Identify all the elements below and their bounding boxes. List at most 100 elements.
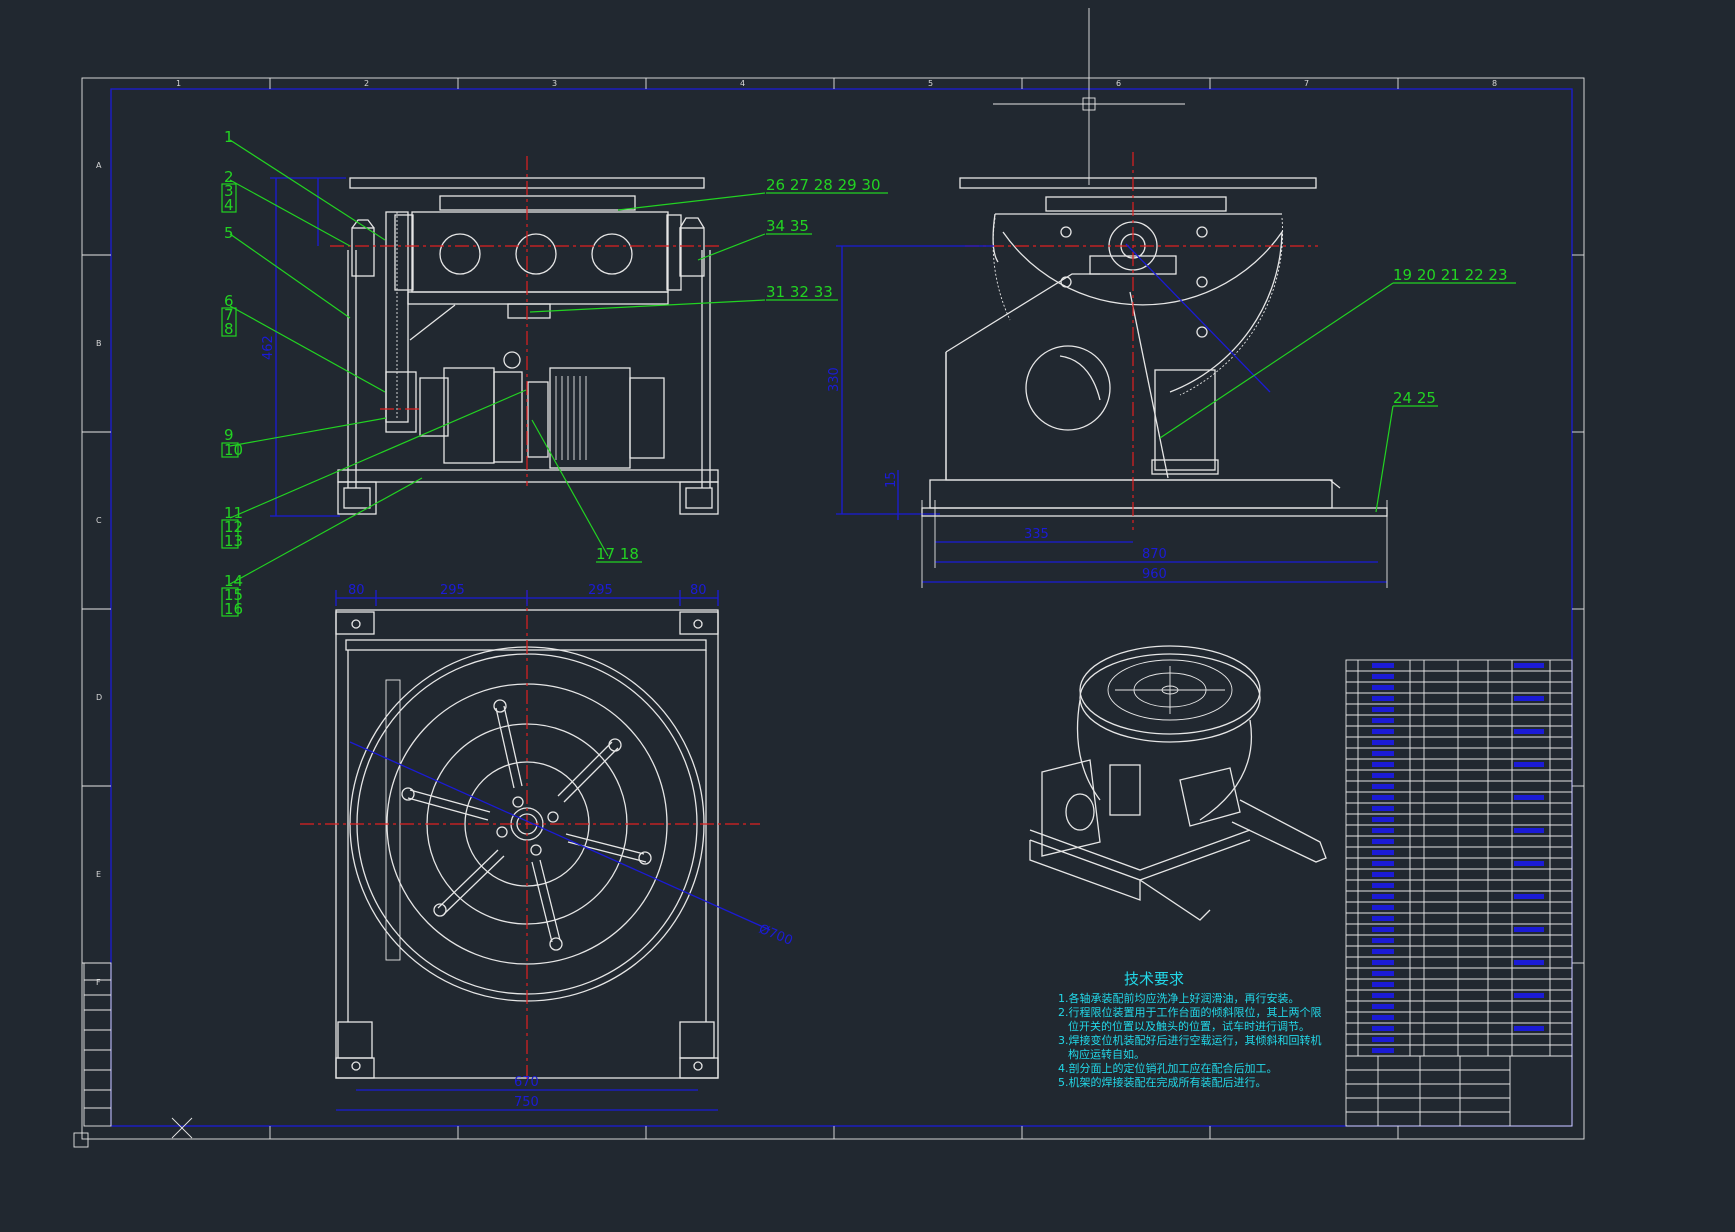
side-view: 330 15 335 870 960 — [827, 152, 1388, 588]
dim-top-c: 295 — [588, 583, 613, 598]
parts-list-cell — [1514, 960, 1544, 965]
zone-row-b: B — [96, 339, 102, 348]
tech-item-5: 5.机架的焊接装配在完成所有装配后进行。 — [1058, 1075, 1267, 1089]
balloon-3: 3 — [224, 182, 234, 200]
dim-side-335: 335 — [1024, 527, 1049, 542]
front-view: 462 — [261, 156, 722, 517]
balloon-4: 4 — [224, 196, 234, 214]
top-view: Ø700 80 295 295 80 670 750 — [300, 583, 795, 1111]
parts-list-cell — [1372, 784, 1394, 789]
balloon-2: 2 — [224, 168, 234, 186]
parts-list-cell — [1372, 674, 1394, 679]
dim-side-small: 15 — [884, 471, 899, 488]
parts-list-cell — [1514, 729, 1544, 734]
parts-list-cell — [1514, 762, 1544, 767]
parts-list-cell — [1372, 872, 1394, 877]
parts-list-cell — [1514, 663, 1544, 668]
tech-item-1: 1.各轴承装配前均应洗净上好润滑油，再行安装。 — [1058, 991, 1300, 1005]
balloon-17-18: 17 18 — [596, 545, 639, 563]
balloon-31-33: 31 32 33 — [766, 283, 833, 301]
isometric-view — [1029, 645, 1327, 921]
parts-list-cell — [1514, 894, 1544, 899]
parts-list-cell — [1372, 960, 1394, 965]
zone-row-d: D — [96, 693, 102, 702]
zone-col-6: 6 — [1116, 79, 1121, 88]
parts-list-cell — [1372, 795, 1394, 800]
tech-item-3: 3.焊接变位机装配好后进行空载运行，其倾斜和回转机 — [1058, 1033, 1322, 1047]
parts-list-cell — [1514, 927, 1544, 932]
parts-list-cell — [1372, 839, 1394, 844]
parts-list-cell — [1372, 806, 1394, 811]
front-gearbox — [411, 211, 669, 293]
leader-lines — [229, 139, 1516, 585]
iso-table — [1079, 645, 1261, 735]
zone-col-8: 8 — [1492, 79, 1497, 88]
parts-list-cell — [1372, 729, 1394, 734]
tech-title: 技术要求 — [1124, 970, 1184, 988]
dim-side-870: 870 — [1142, 547, 1167, 562]
parts-list-cell — [1372, 927, 1394, 932]
dim-top-d: 80 — [690, 583, 707, 598]
parts-list-cell — [1372, 982, 1394, 987]
parts-list-cell — [1372, 740, 1394, 745]
parts-list-cell — [1372, 894, 1394, 899]
balloon-24-25: 24 25 — [1393, 389, 1436, 407]
front-reducer — [443, 367, 495, 464]
zone-row-c: C — [96, 516, 102, 525]
balloon-8: 8 — [224, 320, 234, 338]
parts-list-cell — [1372, 773, 1394, 778]
zone-col-1: 1 — [176, 79, 181, 88]
zone-row-f: F — [96, 978, 101, 987]
parts-list-cell — [1372, 861, 1394, 866]
balloon-26-30: 26 27 28 29 30 — [766, 176, 881, 194]
balloon-16: 16 — [224, 600, 243, 618]
parts-list-cell — [1372, 916, 1394, 921]
dim-top-750: 750 — [514, 1095, 539, 1110]
zone-col-2: 2 — [364, 79, 369, 88]
parts-list-cell — [1514, 1026, 1544, 1031]
parts-list-cell — [1514, 795, 1544, 800]
balloon-boxes — [221, 183, 239, 617]
parts-list-cell — [1372, 817, 1394, 822]
parts-list-cell — [1372, 1048, 1394, 1053]
parts-list-cell — [1372, 718, 1394, 723]
parts-list — [1345, 659, 1573, 1127]
parts-list-cell — [1514, 993, 1544, 998]
tech-requirements: 技术要求 1.各轴承装配前均应洗净上好润滑油，再行安装。 2.行程限位装置用于工… — [1058, 970, 1322, 1089]
dim-top-diameter: Ø700 — [757, 922, 795, 949]
parts-list-cell — [1514, 828, 1544, 833]
parts-list-cell — [1372, 905, 1394, 910]
dim-side-height: 330 — [827, 367, 842, 392]
balloon-6: 6 — [224, 292, 234, 310]
balloon-14: 14 — [224, 572, 243, 590]
zone-col-4: 4 — [740, 79, 745, 88]
parts-list-cell — [1372, 938, 1394, 943]
balloon-5: 5 — [224, 224, 234, 242]
parts-list-cell — [1372, 663, 1394, 668]
balloon-11: 11 — [224, 504, 243, 522]
zone-col-7: 7 — [1304, 79, 1309, 88]
dim-top-b: 295 — [440, 583, 465, 598]
balloon-10: 10 — [224, 441, 243, 459]
balloon-19-23: 19 20 21 22 23 — [1393, 266, 1508, 284]
parts-list-cell — [1514, 861, 1544, 866]
tech-item-4: 4.剖分面上的定位销孔加工应在配合后加工。 — [1058, 1061, 1278, 1075]
title-block — [1345, 1055, 1573, 1127]
dim-top-a: 80 — [348, 583, 365, 598]
zone-col-3: 3 — [552, 79, 557, 88]
parts-list-cell — [1372, 762, 1394, 767]
zone-row-a: A — [96, 161, 102, 170]
parts-list-cell — [1372, 696, 1394, 701]
balloon-7: 7 — [224, 306, 234, 324]
parts-list-cell — [1372, 828, 1394, 833]
balloon-13: 13 — [224, 532, 243, 550]
parts-list-cell — [1372, 1004, 1394, 1009]
parts-list-cell — [1514, 696, 1544, 701]
balloon-34-35: 34 35 — [766, 217, 809, 235]
balloon-1: 1 — [224, 128, 234, 146]
dim-side-960: 960 — [1142, 567, 1167, 582]
parts-list-cell — [1372, 971, 1394, 976]
parts-list-cell — [1372, 1015, 1394, 1020]
parts-list-cell — [1372, 993, 1394, 998]
